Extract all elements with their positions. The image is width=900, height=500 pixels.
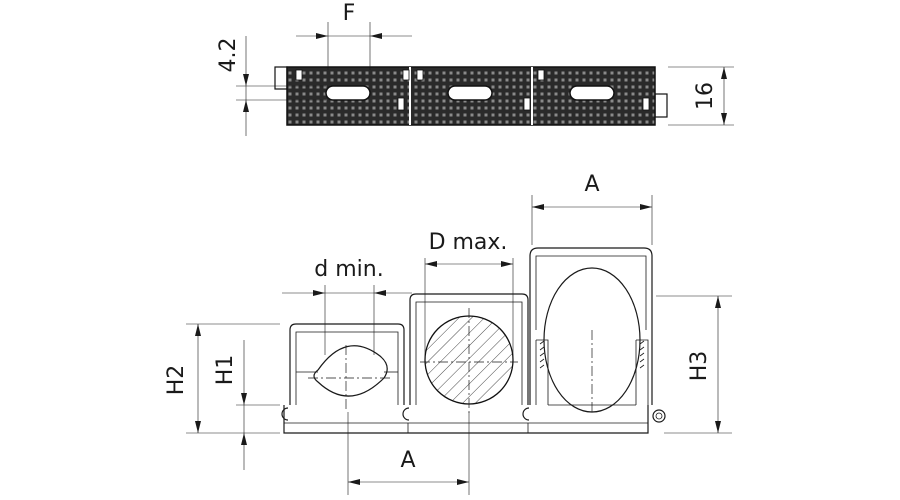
label-A-bottom: A (400, 448, 415, 473)
label-H3: H3 (687, 351, 712, 382)
dimension-thickness (236, 36, 326, 136)
hook-middle-1 (402, 407, 410, 421)
top-view-strip (274, 66, 668, 126)
hook-right (652, 409, 666, 423)
label-d-min: d min. (314, 257, 383, 282)
clamp-small (289, 323, 405, 405)
label-D-max: D max. (429, 230, 508, 255)
center-lines (308, 308, 593, 415)
dimension-H2 (186, 323, 280, 434)
dimension-A-top (531, 195, 653, 245)
dimension-H3 (656, 295, 732, 434)
dimension-A-bottom (347, 412, 470, 495)
label-thickness: 4.2 (216, 38, 241, 73)
label-height-16: 16 (693, 82, 718, 110)
base-rail (283, 405, 649, 434)
dimension-F (296, 22, 412, 70)
dimension-d-min (282, 285, 412, 355)
dimension-D-max (424, 258, 514, 360)
label-H2: H2 (164, 365, 189, 396)
label-H1: H1 (213, 355, 238, 386)
dimension-height-16 (668, 66, 734, 126)
hook-middle-2 (522, 407, 530, 421)
clamp-large (529, 247, 653, 413)
dimension-H1 (236, 340, 280, 470)
label-F: F (343, 1, 356, 26)
hook-left (281, 407, 289, 421)
label-A-top: A (584, 172, 599, 197)
